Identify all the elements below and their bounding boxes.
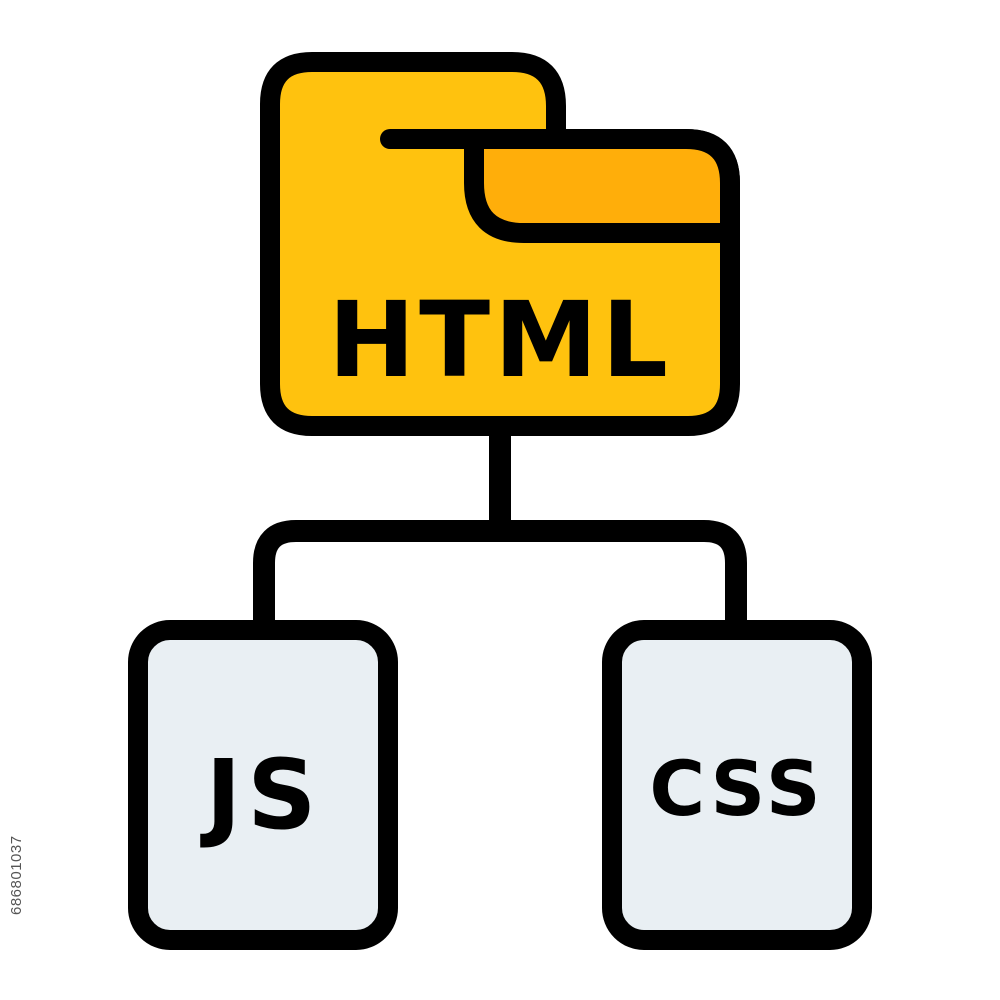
folder-tab <box>474 139 730 233</box>
js-file-body <box>128 620 398 950</box>
css-file-icon: CSS <box>602 620 872 950</box>
css-label: CSS <box>649 744 824 833</box>
js-label: JS <box>200 739 323 851</box>
html-folder-icon: HTML <box>260 52 740 436</box>
js-file-icon: JS <box>128 620 398 950</box>
css-file-body <box>602 620 872 950</box>
html-label: HTML <box>328 279 672 401</box>
folder-tab-outline <box>380 129 740 243</box>
stock-id-text: 686801037 <box>8 835 25 915</box>
connector-to-css <box>489 520 747 641</box>
connector-to-js <box>253 520 511 641</box>
connector-lines <box>253 414 747 641</box>
